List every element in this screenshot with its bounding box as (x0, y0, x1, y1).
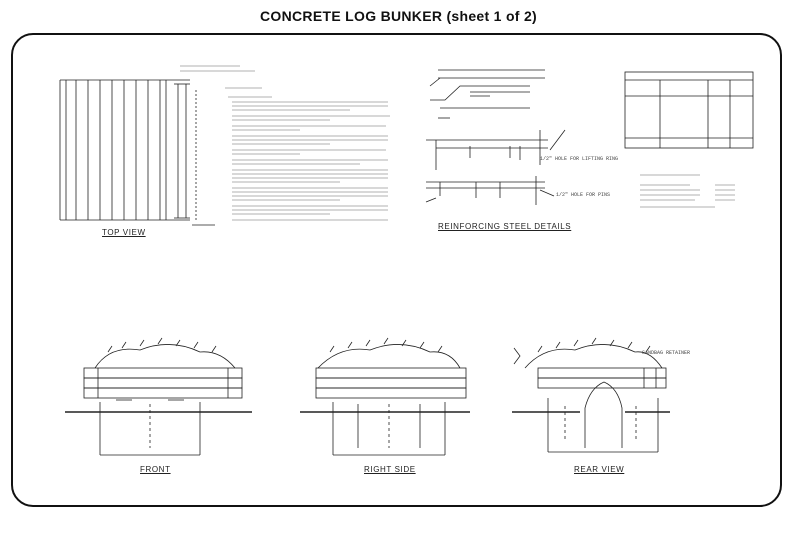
hole-lifting-ring-label: 1/2" HOLE FOR LIFTING RING (540, 156, 619, 162)
right-side-caption: RIGHT SIDE (364, 465, 416, 474)
rear-view-drawing (512, 337, 670, 453)
hole-pins-label: 1/2" HOLE FOR PINS (556, 192, 611, 198)
reinforcing-steel-caption: REINFORCING STEEL DETAILS (438, 222, 572, 231)
top-view-drawing (59, 79, 215, 226)
right-side-elevation-drawing (300, 337, 470, 456)
front-elevation-drawing (65, 337, 252, 456)
reinforcing-steel-drawing (425, 69, 566, 205)
top-view-caption: TOP VIEW (102, 228, 146, 237)
front-caption: FRONT (140, 465, 171, 474)
material-list (640, 174, 735, 208)
sandbag-retainer-label: SANDBAG RETAINER (642, 350, 691, 356)
material-table (624, 71, 754, 149)
notes-block (180, 65, 390, 221)
drawing-border (11, 33, 782, 507)
rear-view-caption: REAR VIEW (574, 465, 625, 474)
sheet-title: CONCRETE LOG BUNKER (sheet 1 of 2) (260, 8, 537, 24)
